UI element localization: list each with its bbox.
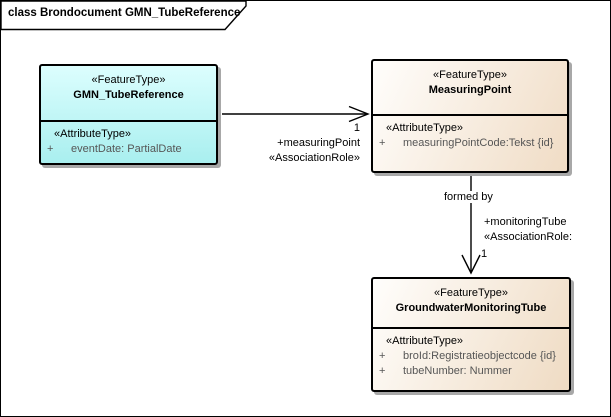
- target-multiplicity-label: 1: [481, 248, 488, 260]
- association-name-label: formed by: [442, 191, 495, 203]
- attribute-stereotype: «AttributeType»: [386, 335, 464, 347]
- class-stereotype: «FeatureType»: [91, 74, 166, 86]
- visibility-marker: +: [379, 137, 386, 149]
- class-name: GroundwaterMonitoringTube: [395, 302, 547, 314]
- association-stereotype-label: «AssociationRole»: [268, 152, 360, 164]
- attribute-stereotype: «AttributeType»: [386, 122, 464, 134]
- open-arrowhead-right-icon: [348, 105, 370, 123]
- target-role-label: +measuringPoint: [277, 137, 360, 149]
- attribute-compartment: «AttributeType» + measuringPointCode:Teks…: [373, 114, 567, 151]
- attribute-row[interactable]: + eventDate: PartialDate: [41, 142, 216, 157]
- class-name: MeasuringPoint: [428, 84, 512, 96]
- attribute-row[interactable]: + measuringPointCode:Tekst {id}: [373, 136, 567, 151]
- class-header: «FeatureType» MeasuringPoint: [373, 61, 567, 114]
- class-header: «FeatureType» GMN_TubeReference: [41, 66, 216, 120]
- attribute-text: eventDate: PartialDate: [71, 143, 182, 155]
- attribute-text: broId:Registratieobjectcode {id}: [403, 350, 556, 362]
- association-stereotype-label: «AssociationRole:: [484, 231, 573, 243]
- open-arrowhead-down-icon: [461, 254, 481, 275]
- diagram-title: class Brondocument GMN_TubeReference: [8, 7, 241, 19]
- class-measuringpoint[interactable]: «FeatureType» MeasuringPoint «AttributeT…: [371, 59, 569, 173]
- attribute-row[interactable]: + tubeNumber: Nummer: [373, 364, 569, 379]
- class-stereotype: «FeatureType»: [434, 287, 508, 299]
- attribute-compartment: «AttributeType» + broId:Registratieobject…: [373, 327, 569, 379]
- visibility-marker: +: [379, 365, 386, 377]
- class-stereotype: «FeatureType»: [433, 69, 507, 81]
- target-role-label: +monitoringTube: [484, 216, 567, 228]
- attribute-text: measuringPointCode:Tekst {id}: [403, 137, 554, 149]
- target-multiplicity-label: 1: [353, 122, 360, 134]
- attribute-text: tubeNumber: Nummer: [403, 365, 512, 377]
- class-header: «FeatureType» GroundwaterMonitoringTube: [373, 279, 569, 327]
- visibility-marker: +: [379, 350, 386, 362]
- association-to-measuringpoint[interactable]: [222, 105, 370, 123]
- class-name: GMN_TubeReference: [73, 89, 184, 101]
- association-to-monitoringtube[interactable]: [461, 175, 481, 275]
- class-groundwatermonitoringtube[interactable]: «FeatureType» GroundwaterMonitoringTube …: [371, 277, 571, 392]
- attribute-compartment: «AttributeType» + eventDate: PartialDate: [41, 120, 216, 157]
- attribute-stereotype: «AttributeType»: [54, 128, 132, 140]
- class-gmn-tubereference[interactable]: «FeatureType» GMN_TubeReference «Attribu…: [39, 64, 218, 165]
- frame-tab-polygon: [1, 1, 247, 31]
- attribute-row[interactable]: + broId:Registratieobjectcode {id}: [373, 349, 569, 364]
- frame-tab-shape: [1, 1, 247, 31]
- visibility-marker: +: [47, 143, 54, 155]
